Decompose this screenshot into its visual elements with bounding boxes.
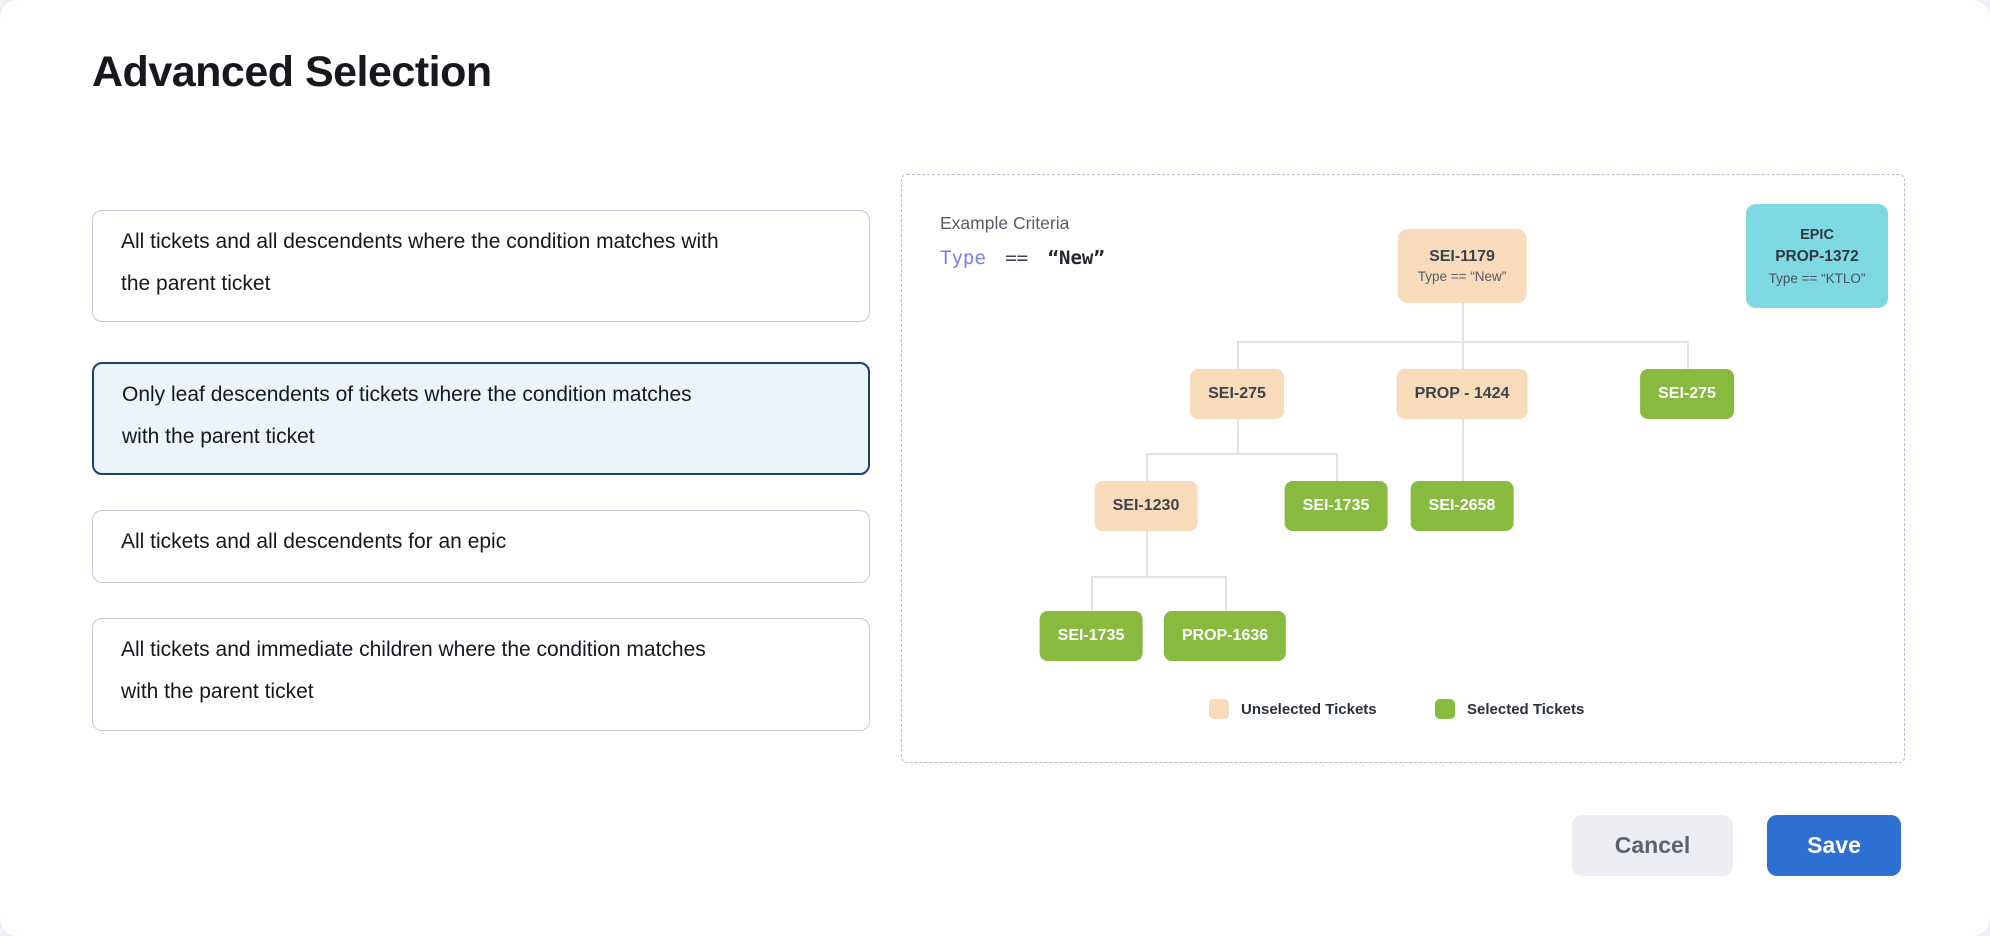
tree-connector [1146, 529, 1148, 576]
option-label: All tickets and immediate children where… [121, 638, 706, 703]
epic-id: PROP-1372 [1775, 247, 1859, 265]
tree-connector [1091, 576, 1093, 611]
legend-unselected: Unselected Tickets [1209, 699, 1377, 719]
tree-connector [1237, 341, 1687, 343]
criteria-value: “New” [1047, 247, 1105, 269]
tree-node-label: SEI-275 [1208, 385, 1266, 402]
option-leaf-descendents-condition[interactable]: Only leaf descendents of tickets where t… [92, 362, 870, 475]
save-button[interactable]: Save [1767, 815, 1901, 876]
cancel-button[interactable]: Cancel [1572, 815, 1733, 876]
tree-connector [1336, 453, 1338, 481]
tree-node-sei-1735: SEI-1735 [1284, 481, 1388, 531]
tree-node-sei-1230: SEI-1230 [1094, 481, 1198, 531]
tree-node-label: PROP - 1424 [1414, 385, 1510, 402]
tree-connector [1225, 576, 1227, 611]
tree-connector [1146, 453, 1336, 455]
tree-node-sei-2658: SEI-2658 [1410, 481, 1514, 531]
tree-connector [1237, 419, 1239, 453]
option-label: All tickets and all descendents for an e… [121, 530, 507, 553]
criteria-operator: == [1005, 247, 1029, 269]
tree-node-label: SEI-1179 [1429, 248, 1495, 265]
selected-swatch-icon [1435, 699, 1455, 719]
criteria-code: Type == “New” [940, 247, 1105, 269]
criteria-heading: Example Criteria [940, 213, 1070, 233]
tree-connector [1091, 576, 1225, 578]
option-all-descendents-epic[interactable]: All tickets and all descendents for an e… [92, 510, 870, 583]
tree-connector [1462, 303, 1464, 369]
legend-selected: Selected Tickets [1435, 699, 1584, 719]
epic-node: EPIC PROP-1372 Type == “KTLO” [1746, 204, 1888, 308]
page-title: Advanced Selection [92, 48, 492, 96]
epic-condition: Type == “KTLO” [1768, 270, 1866, 286]
tree-node-label: SEI-1735 [1057, 627, 1125, 644]
tree-node-label: SEI-1230 [1112, 497, 1180, 514]
tree-connector [1146, 453, 1148, 481]
tree-node-prop-1424: PROP - 1424 [1396, 369, 1528, 419]
legend-label: Selected Tickets [1467, 700, 1585, 718]
legend-label: Unselected Tickets [1241, 700, 1377, 718]
tree-node-sei-275: SEI-275 [1640, 369, 1734, 419]
unselected-swatch-icon [1209, 699, 1229, 719]
tree-node-label: PROP-1636 [1181, 627, 1269, 644]
tree-node-prop-1636: PROP-1636 [1163, 611, 1287, 661]
tree-connector [1687, 341, 1689, 369]
tree-node-label: SEI-275 [1658, 385, 1716, 402]
tree-node-sei-1735: SEI-1735 [1039, 611, 1143, 661]
option-all-descendents-condition[interactable]: All tickets and all descendents where th… [92, 210, 870, 322]
tree-node-label: SEI-1735 [1302, 497, 1370, 514]
epic-tag: EPIC [1800, 226, 1834, 243]
option-label: All tickets and all descendents where th… [121, 230, 719, 295]
tree-node-label: SEI-2658 [1428, 497, 1496, 514]
option-immediate-children-condition[interactable]: All tickets and immediate children where… [92, 618, 870, 731]
tree-connector [1237, 341, 1239, 369]
tree-node-sublabel: Type == “New” [1417, 269, 1507, 284]
tree-node-sei-275: SEI-275 [1190, 369, 1284, 419]
example-diagram-panel: Example Criteria Type == “New” EPIC PROP… [901, 174, 1905, 763]
criteria-field: Type [940, 247, 986, 269]
tree-connector [1462, 419, 1464, 481]
option-label: Only leaf descendents of tickets where t… [122, 383, 692, 448]
